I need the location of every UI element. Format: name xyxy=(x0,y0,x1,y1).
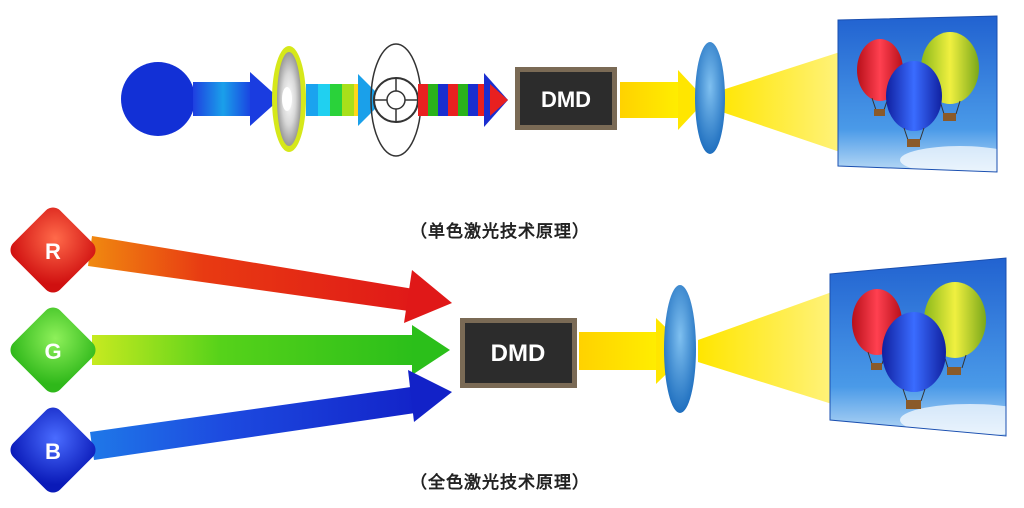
light-cone-2 xyxy=(698,292,832,404)
phosphor-wheel xyxy=(272,46,306,152)
light-cone-1 xyxy=(716,52,840,152)
blue-laser-source xyxy=(121,62,195,136)
dmd-chip-2: DMD xyxy=(460,318,577,388)
projected-screen-1 xyxy=(837,15,998,173)
dmd-label-2: DMD xyxy=(491,340,546,367)
green-source-label: G xyxy=(44,339,61,364)
rgb-sequential-arrow xyxy=(418,73,508,127)
diagram-full-color: R G B DMD xyxy=(10,207,1007,493)
blue-laser-beam xyxy=(90,370,452,460)
red-laser-source: R xyxy=(10,207,96,293)
red-laser-beam xyxy=(88,236,452,323)
caption-full-color: （全色激光技术原理） xyxy=(410,473,590,493)
caption-single-color: （单色激光技术原理） xyxy=(410,222,590,242)
blue-source-label: B xyxy=(45,439,61,464)
projected-screen-2 xyxy=(829,257,1007,437)
blue-laser-source-2: B xyxy=(10,407,96,493)
green-laser-beam xyxy=(92,325,450,375)
projection-lens-2 xyxy=(664,285,696,413)
diagram-single-color: DMD xyxy=(121,15,998,173)
color-wheel xyxy=(370,43,422,157)
dmd-chip-1: DMD xyxy=(515,67,617,130)
projection-lens-1 xyxy=(695,42,725,154)
arrow-source-to-wheel xyxy=(193,72,280,126)
yellow-arrow-1 xyxy=(620,70,706,130)
dmd-label-1: DMD xyxy=(541,87,591,112)
green-laser-source: G xyxy=(10,307,96,393)
red-source-label: R xyxy=(45,239,61,264)
